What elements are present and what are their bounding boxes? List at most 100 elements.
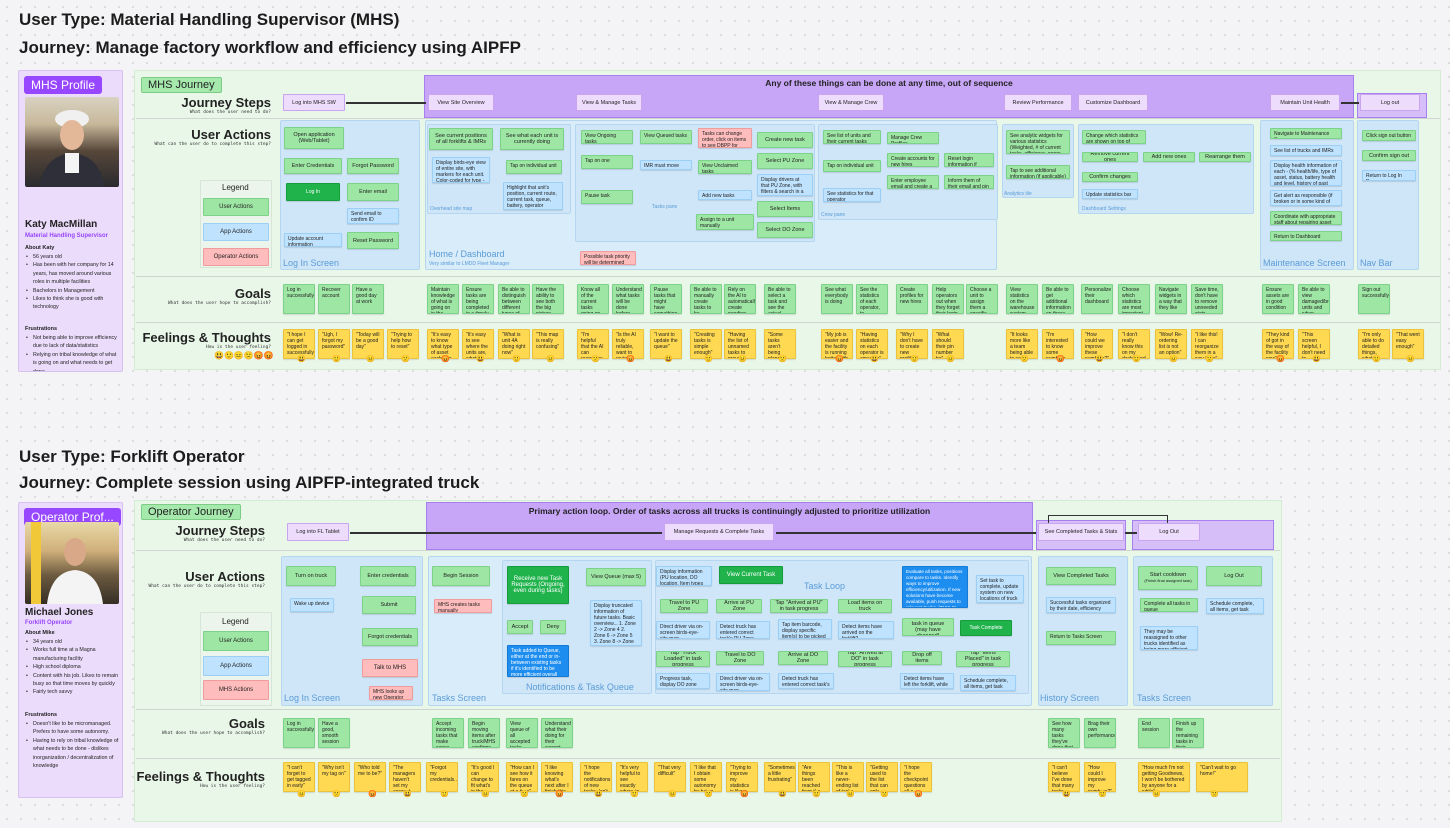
feeling-sticky: "I can't forget to get tagged in early" [283, 762, 315, 792]
forgot-password-action: Forgot Password [347, 158, 399, 174]
submit-action: Submit [362, 596, 416, 614]
emotion-face-icon: 😡 [835, 356, 844, 363]
frustration-item: Relying on tribal knowledge of what is g… [25, 351, 121, 371]
connector [776, 532, 1036, 534]
update-account-app-action: Update account information [284, 233, 342, 247]
frustration-item: Doesn't like to be micromanaged. Prefers… [25, 720, 121, 737]
zone-label: Home / Dashboard [429, 249, 505, 259]
legend-app-actions: App Actions [203, 223, 269, 241]
user-type-heading: User Type: Forklift Operator [19, 447, 245, 466]
feeling-sticky: "How could I improve my numbers?" [1084, 762, 1116, 792]
add-new-tasks-app-action: Add new tasks [698, 190, 752, 200]
display-info-app-action: Display information (PU location, DO loc… [656, 566, 712, 586]
confirm-changes-action: Confirm changes [1082, 172, 1138, 182]
mhs-creates-tasks-action: MHS creates tasks manually [434, 599, 492, 613]
click-signout-action: Click sign out button [1362, 130, 1416, 141]
emotion-face-icon: 😐 [1406, 356, 1415, 363]
emotion-face-icon: 😐 [546, 356, 555, 363]
frustrations-title: Frustrations [25, 326, 58, 332]
feeling-sticky: "Why isn't my tag on" [318, 762, 350, 792]
forgot-credentials-action: Forgot credentials [362, 628, 418, 646]
feeling-sticky: "I hope the notifications of new tasks d… [580, 762, 612, 792]
evaluate-tasks-app-action: Evaluate all tasks, positions compare to… [902, 566, 968, 608]
about-list: 34 years old Works full time at a Magna … [25, 638, 121, 697]
feeling-sticky: "I don't really know this on my dashboar… [1118, 329, 1150, 359]
enter-email-action: Enter email [347, 183, 399, 201]
connector [1341, 102, 1359, 104]
zone-label: Tasks Screen [432, 693, 487, 703]
change-stats-action: Change which statistics are shown on top… [1082, 130, 1146, 144]
emotion-face-icon: 😡 [740, 791, 749, 798]
emotion-face-icon: 🙁 [880, 791, 889, 798]
avatar-photo [25, 97, 119, 187]
coordinate-action: Coordinate with appropriate staff about … [1270, 211, 1342, 225]
zone-label: Nav Bar [1360, 258, 1393, 268]
profile-tag: Operator Prof... [24, 508, 121, 526]
goal-sticky: Understand what tasks will be done befor… [612, 284, 644, 314]
emotion-face-icon: 🙂 [630, 791, 639, 798]
goal-sticky: End session [1138, 718, 1170, 748]
step-site-overview: View Site Overview [428, 94, 494, 111]
feeling-sticky: "Having the list of unnamed tasks to pre… [724, 329, 756, 359]
confirm-signout-action: Confirm sign out [1362, 150, 1416, 161]
nav-maintenance-action: Navigate to Maintenance Screen [1270, 128, 1342, 139]
legend-user-actions: User Actions [203, 631, 269, 651]
emotion-face-icon: 😃 [870, 356, 879, 363]
about-title: About Mike [25, 630, 55, 636]
task-added-app-action: Task added to Queue, either at the end o… [507, 645, 569, 677]
divider [136, 276, 1440, 277]
emotion-face-icon: 🙁 [704, 791, 713, 798]
emotion-face-icon: 😡 [368, 791, 377, 798]
feeling-sticky: "It's good I can change to fit what's in… [467, 762, 499, 792]
goal-sticky: View statistics on the warehouse system [1006, 284, 1038, 314]
talk-mhs-action: Talk to MHS [362, 659, 418, 677]
feeling-sticky: "That very difficult" [654, 762, 686, 792]
step-crew: View & Manage Crew [818, 94, 884, 111]
emotion-scale-icons: 😃🙂😐🙁😡😡 [214, 351, 274, 360]
divider [136, 758, 1280, 759]
rearrange-action: Rearrange them [1199, 152, 1251, 162]
select-do-action: Select DO Zone [757, 222, 813, 238]
feeling-sticky: "What is unit 4A doing right now" [498, 329, 530, 359]
feeling-sticky: "Who told me to be?" [354, 762, 386, 792]
imr-move-app-action: IMR must move before forklift [640, 160, 692, 170]
accept-action: Accept [507, 620, 533, 634]
step-performance: Review Performance [1004, 94, 1072, 111]
mhs-lookup-action: MHS looks up new Operator accounts [369, 686, 413, 700]
emotion-face-icon: 😃 [1095, 356, 1104, 363]
feeling-sticky: "I want to update the queue" [650, 329, 682, 359]
feeling-sticky: "I hope I can get logged in successfully… [283, 329, 315, 359]
detect-do-app-action: Detect truck has entered correct task's … [778, 673, 834, 689]
open-app-action: Open application (Web/Tablet) [284, 127, 344, 149]
emotion-face-icon: 😃 [403, 791, 412, 798]
connector [350, 532, 662, 534]
emotion-face-icon: 😡 [1056, 356, 1065, 363]
feeling-sticky: "It's easy to see where the units are, w… [462, 329, 494, 359]
emotion-face-icon: 😐 [738, 356, 747, 363]
log-out-action: Log Out [1206, 566, 1262, 586]
reset-password-action: Reset Password [347, 232, 399, 249]
feeling-sticky: "Is the AI truly reliable, want to revie… [612, 329, 644, 359]
view-queue-action: View Queue (max 5) [586, 568, 646, 586]
zone-label: Tasks Screen [1137, 693, 1192, 703]
journey-heading: Journey: Complete session using AIPFP-in… [19, 473, 480, 492]
feeling-sticky: "Getting used to the list that can only … [866, 762, 898, 792]
zone-label: Maintenance Screen [1263, 258, 1346, 268]
feeling-sticky: "Today will be a good day" [352, 329, 384, 359]
tap-crew-unit-action: Tap on individual unit [823, 160, 881, 172]
drop-off-action: Drop off items [902, 651, 942, 665]
goal-sticky: View queue of all accepted tasks [506, 718, 538, 748]
emotion-face-icon: 😡 [914, 791, 923, 798]
zone-label: Log In Screen [284, 693, 341, 703]
step-manage-requests: Manage Requests & Complete Tasks [664, 523, 774, 541]
emotion-face-icon: 😃 [476, 356, 485, 363]
manage-crew-action: Manage Crew Profiles [887, 132, 939, 144]
legend-mhs-actions: MHS Actions [203, 680, 269, 700]
goal-sticky: Know all of the current tasks going on i… [577, 284, 609, 314]
connector [1125, 532, 1137, 534]
